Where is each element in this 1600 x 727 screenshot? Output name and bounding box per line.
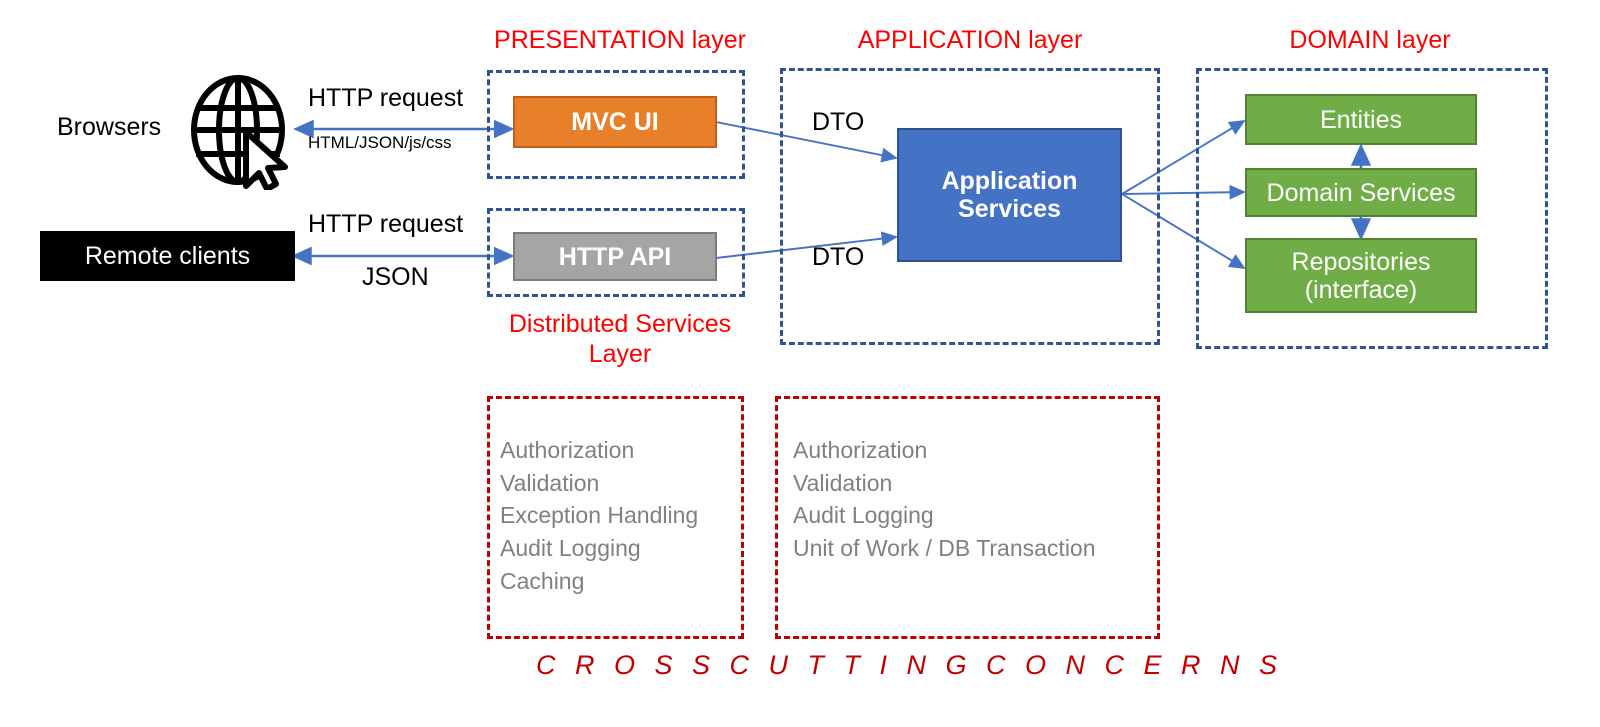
browsers-label: Browsers [57, 113, 162, 141]
remote-clients-block: Remote clients [40, 231, 295, 281]
presentation-layer-caption: PRESENTATION layer [494, 26, 746, 54]
presentation-mvc-container [487, 70, 745, 179]
presentation-crosscutting-container [487, 396, 744, 639]
domain-layer-caption: DOMAIN layer [1289, 26, 1451, 54]
application-services-block[interactable]: Application Services [897, 128, 1122, 262]
api-dto-label: DTO [812, 243, 865, 271]
application-crosscutting-list: Authorization Validation Audit Logging U… [793, 437, 1096, 561]
http-api-block[interactable]: HTTP API [513, 232, 717, 281]
presentation-crosscutting-list: Authorization Validation Exception Handl… [500, 437, 699, 594]
domain-services-block[interactable]: Domain Services [1245, 168, 1477, 217]
mvc-dto-label: DTO [812, 108, 865, 136]
globe-with-cursor-icon [191, 75, 288, 190]
browser-response-label: HTML/JSON/js/css [308, 133, 452, 152]
remote-response-label: JSON [362, 263, 429, 291]
application-crosscutting-container [775, 396, 1160, 639]
repositories-block[interactable]: Repositories (interface) [1245, 238, 1477, 313]
entities-block[interactable]: Entities [1245, 94, 1477, 145]
presentation-api-container [487, 208, 745, 297]
mvc-ui-block[interactable]: MVC UI [513, 96, 717, 148]
browser-request-label: HTTP request [308, 84, 464, 112]
application-layer-container [780, 68, 1160, 345]
distributed-services-layer-caption: Distributed Services Layer [508, 310, 732, 368]
remote-request-label: HTTP request [308, 210, 464, 238]
application-layer-caption: APPLICATION layer [857, 26, 1083, 54]
domain-layer-container [1196, 68, 1548, 349]
cross-cutting-concerns-footer: C R O S S C U T T I N G C O N C E R N S [536, 650, 1284, 680]
